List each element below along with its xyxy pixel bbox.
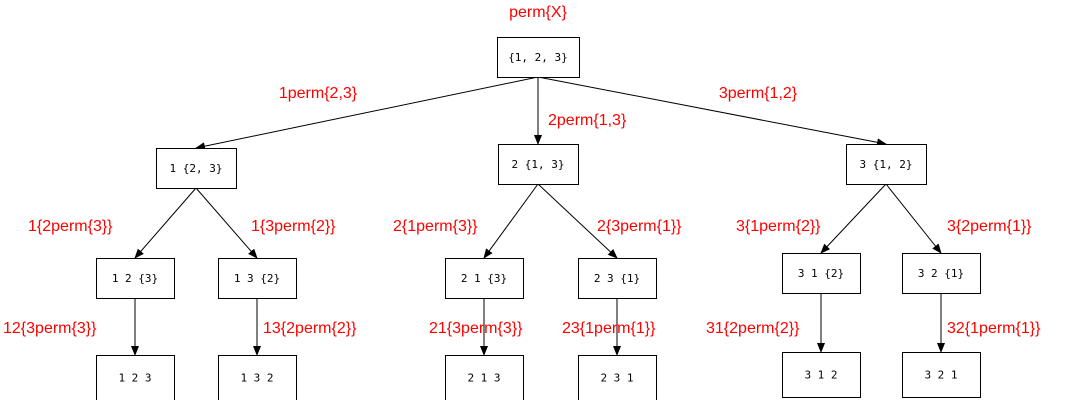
edge-arrow-n3-n9	[885, 183, 942, 254]
edge-arrow-n0-n1	[195, 76, 539, 151]
edge-label-n5-n11: 13{2perm{2}}	[263, 320, 357, 337]
edge-arrow-n1-n4	[134, 187, 197, 259]
node-box	[218, 258, 297, 299]
node-label: 2 1 {3}	[461, 272, 507, 285]
node-label: 1 {2, 3}	[170, 162, 223, 175]
edge-arrow-n3-n8	[820, 183, 887, 254]
node-box	[846, 144, 927, 185]
node-box	[445, 355, 524, 400]
edge-label-n7-n13: 23{1perm{1}}	[562, 320, 656, 337]
node-box	[96, 258, 175, 299]
tree-node-n7: 2 3 {1}	[578, 258, 657, 299]
node-label: 1 3 {2}	[234, 272, 280, 285]
tree-node-n13: 2 3 1	[578, 355, 657, 400]
edge-label-n0-n2: 2perm{1,3}	[548, 112, 627, 129]
node-label: 3 {1, 2}	[860, 158, 913, 171]
edge-label-n6-n12: 21{3perm{3}}	[429, 320, 523, 337]
node-box	[578, 355, 657, 400]
tree-node-n8: 3 1 {2}	[782, 253, 861, 294]
node-label: 3 2 {1}	[918, 267, 964, 280]
edge-label-n0-n3: 3perm{1,2}	[719, 85, 798, 102]
edges-layer	[131, 76, 945, 356]
node-label: 2 3 1	[600, 372, 633, 385]
tree-node-n2: 2 {1, 3}	[498, 144, 579, 185]
node-label: 1 2 {3}	[112, 272, 158, 285]
tree-node-n4: 1 2 {3}	[96, 258, 175, 299]
tree-node-n6: 2 1 {3}	[445, 258, 524, 299]
edge-label-n2-n7: 2{3perm{1}}	[597, 218, 682, 235]
edge-label-n4-n10: 12{3perm{3}}	[3, 320, 97, 337]
root-label: perm{X}	[509, 4, 567, 21]
node-label: 3 1 {2}	[798, 267, 844, 280]
node-box	[218, 355, 297, 400]
node-label: 2 1 3	[467, 372, 500, 385]
node-box	[96, 355, 175, 400]
node-box	[445, 258, 524, 299]
node-box	[782, 352, 861, 398]
edge-label-n1-n4: 1{2perm{3}}	[28, 218, 113, 235]
edge-label-n1-n5: 1{3perm{2}}	[251, 218, 336, 235]
node-label: 2 3 {1}	[594, 272, 640, 285]
tree-node-n3: 3 {1, 2}	[846, 144, 927, 185]
node-box	[156, 148, 237, 189]
tree-node-n14: 3 1 2	[782, 352, 861, 398]
node-box	[498, 144, 579, 185]
edge-label-n2-n6: 2{1perm{3}}	[393, 218, 478, 235]
node-label: 3 2 1	[924, 369, 957, 382]
edge-label-n8-n14: 31{2perm{2}}	[706, 320, 800, 337]
tree-node-n9: 3 2 {1}	[902, 253, 981, 294]
tree-node-n10: 1 2 3	[96, 355, 175, 400]
node-box	[782, 253, 861, 294]
edge-arrow-n2-n6	[483, 183, 539, 259]
nodes-layer: {1, 2, 3} 1 {2, 3} 2 {1, 3} 3 {1, 2} 1 2 {3}…	[96, 37, 981, 400]
node-label: 1 2 3	[118, 372, 151, 385]
node-label: 1 3 2	[240, 372, 273, 385]
node-label: 2 {1, 3}	[512, 158, 565, 171]
tree-node-n0: {1, 2, 3}	[497, 37, 580, 78]
edge-label-n3-n8: 3{1perm{2}}	[736, 218, 821, 235]
edge-label-n0-n1: 1perm{2,3}	[279, 85, 358, 102]
edge-labels-layer: 1perm{2,3} 2perm{1,3} 3perm{1,2} 1{2perm{3}…	[3, 85, 1041, 337]
node-label: 3 1 2	[804, 369, 837, 382]
tree-node-n11: 1 3 2	[218, 355, 297, 400]
node-box	[902, 352, 981, 398]
node-label: {1, 2, 3}	[508, 51, 568, 64]
node-box	[497, 37, 580, 78]
edge-label-n3-n9: 3{2perm{1}}	[947, 218, 1032, 235]
edge-arrow-n2-n7	[537, 183, 618, 259]
tree-node-n5: 1 3 {2}	[218, 258, 297, 299]
node-box	[578, 258, 657, 299]
node-box	[902, 253, 981, 294]
tree-node-n12: 2 1 3	[445, 355, 524, 400]
edge-arrow-n0-n3	[537, 76, 887, 147]
tree-node-n15: 3 2 1	[902, 352, 981, 398]
edge-label-n9-n15: 32{1perm{1}}	[947, 320, 1041, 337]
tree-node-n1: 1 {2, 3}	[156, 148, 237, 189]
edge-arrow-n1-n5	[195, 187, 258, 259]
